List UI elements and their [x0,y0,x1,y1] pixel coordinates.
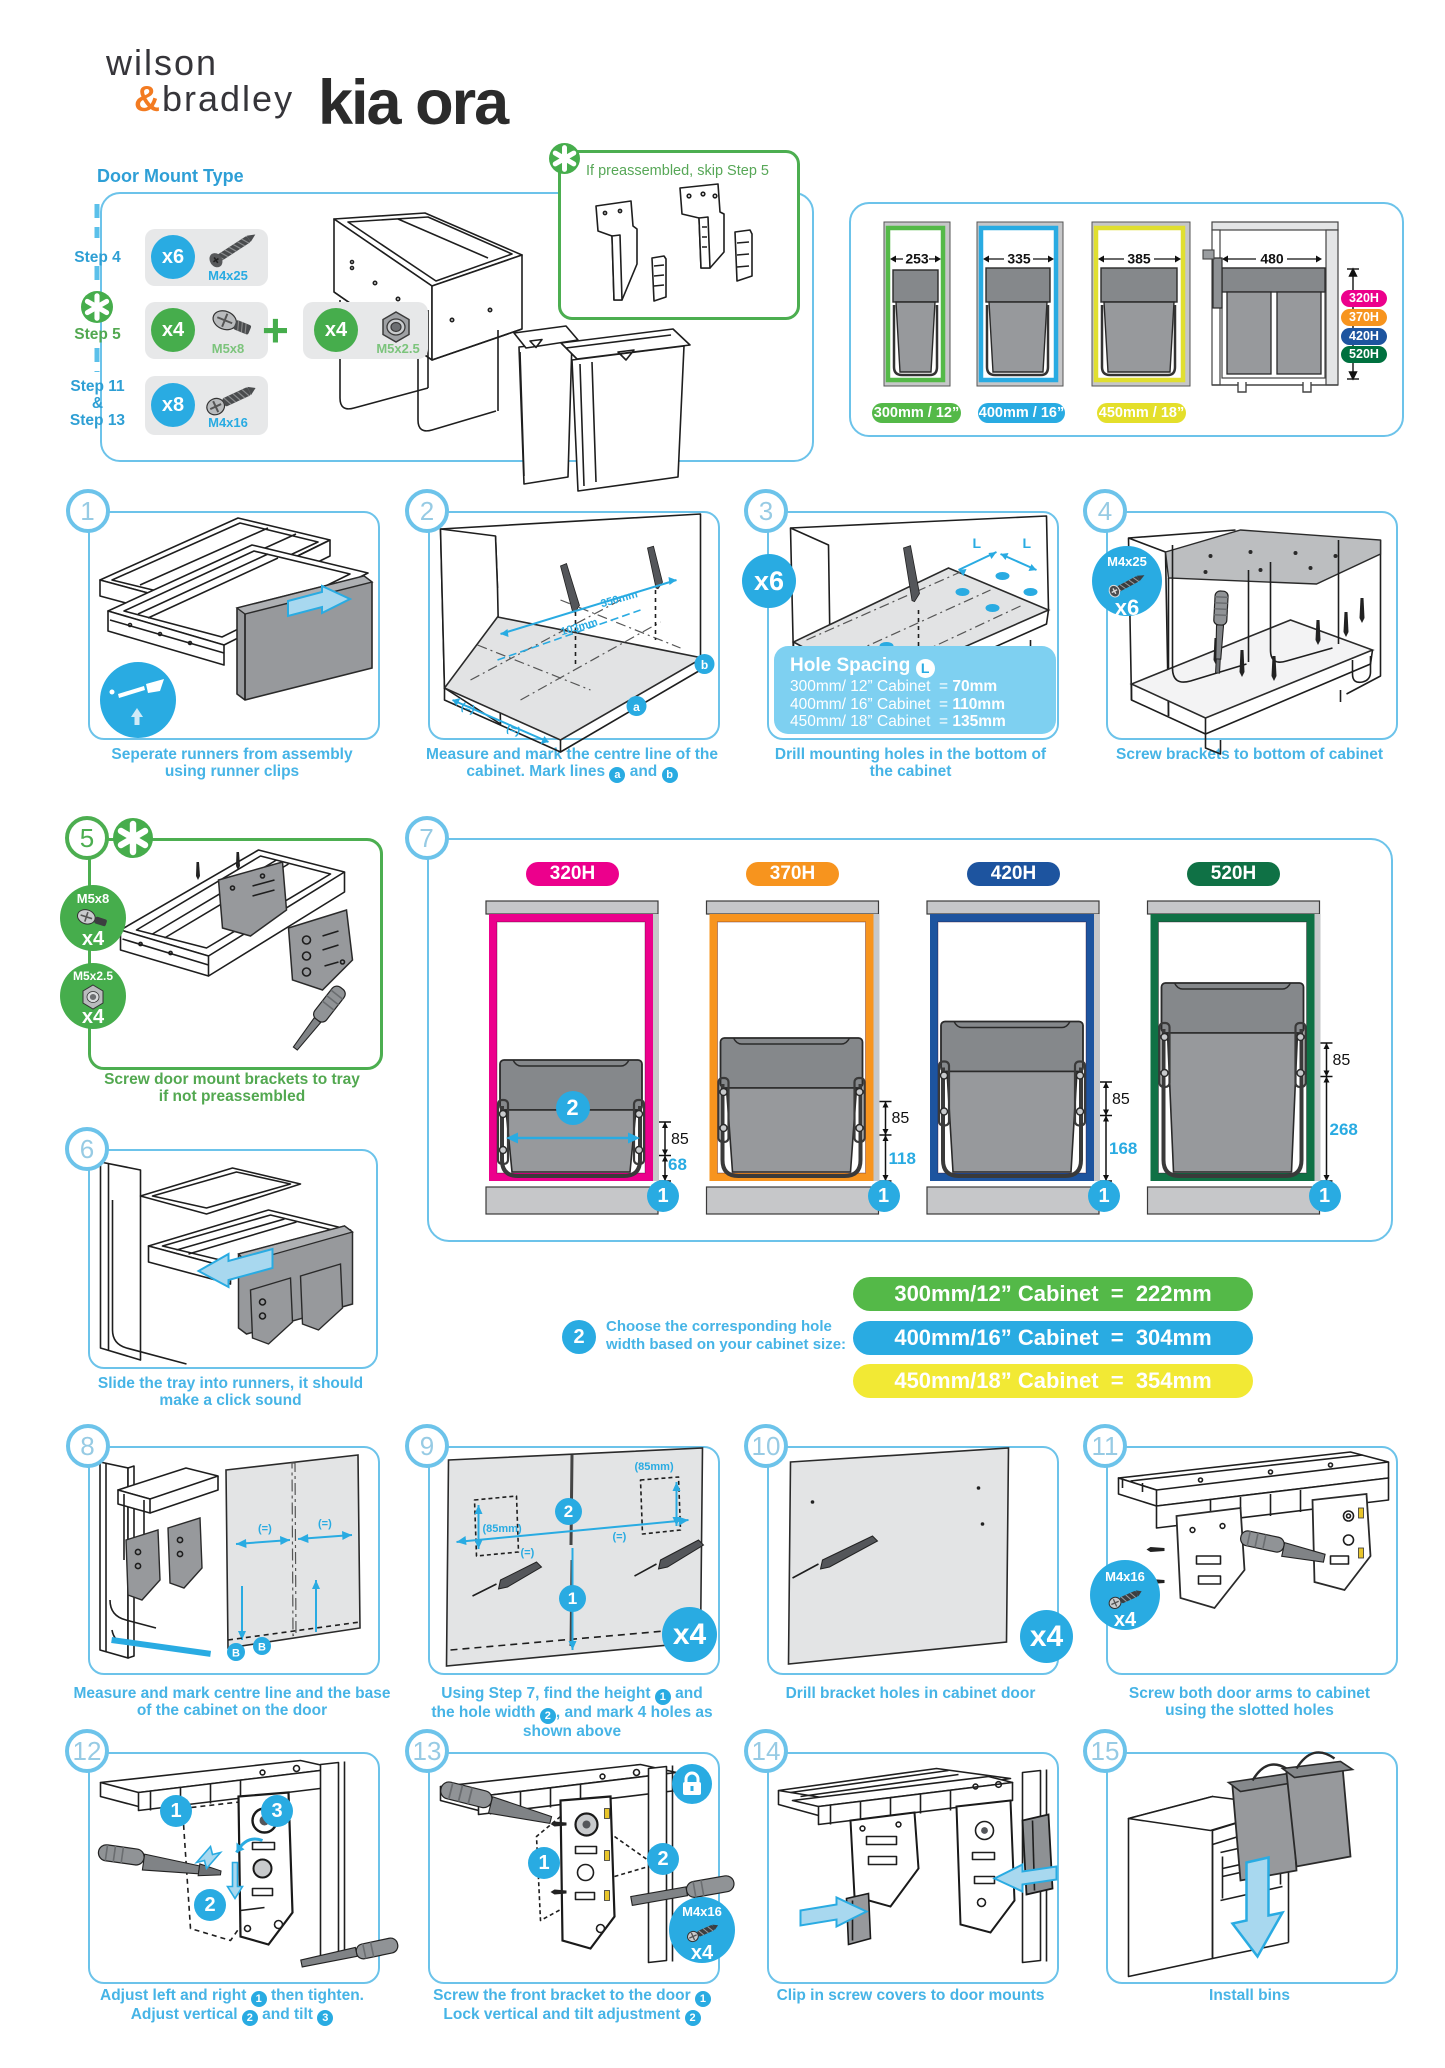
svg-text:385: 385 [1127,251,1151,267]
svg-text:85: 85 [1112,1091,1130,1108]
svg-text:480: 480 [1260,251,1284,267]
svg-text:85: 85 [892,1110,910,1127]
svg-text:L: L [1022,535,1031,551]
svg-text:(=): (=) [318,1518,332,1530]
svg-text:253: 253 [905,251,929,267]
svg-text:(85mm): (85mm) [634,1461,673,1473]
svg-text:268: 268 [1330,1120,1358,1139]
svg-text:(=): (=) [504,722,521,738]
svg-text:(=): (=) [520,1547,534,1559]
svg-text:b: b [700,658,707,672]
svg-text:a: a [633,700,640,714]
svg-text:335: 335 [1007,251,1031,267]
svg-text:L: L [972,535,981,551]
svg-text:168: 168 [1109,1139,1137,1158]
svg-text:68: 68 [668,1155,687,1174]
svg-text:B: B [232,1648,240,1660]
svg-text:350mm: 350mm [599,588,639,610]
svg-text:(=): (=) [459,701,476,717]
svg-text:(=): (=) [612,1531,626,1543]
svg-text:118: 118 [889,1149,916,1168]
svg-text:85: 85 [671,1131,689,1148]
svg-text:(85mm): (85mm) [482,1523,521,1535]
svg-text:B: B [258,1642,266,1654]
svg-text:(=): (=) [258,1523,272,1535]
svg-text:85: 85 [1333,1052,1351,1069]
